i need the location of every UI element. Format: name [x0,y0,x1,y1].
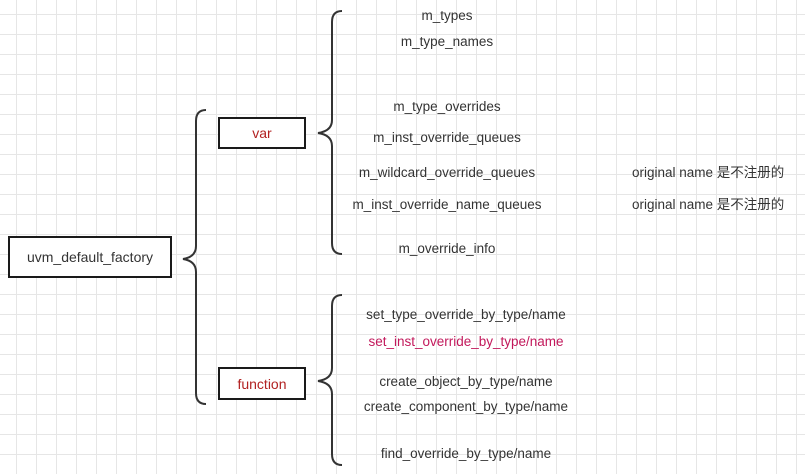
function-brace [317,294,343,466]
var-item: m_types [421,8,473,23]
function-item-highlighted: set_inst_override_by_type/name [368,334,564,349]
var-item: m_inst_override_name_queues [352,197,542,212]
var-item: m_type_names [400,34,494,49]
var-item-note: original name 是不注册的 [632,165,785,180]
var-item: m_override_info [398,241,496,256]
main-brace [182,109,207,405]
var-item: m_wildcard_override_queues [358,165,536,180]
root-label: uvm_default_factory [26,249,154,265]
var-item: m_inst_override_queues [373,130,521,145]
var-box[interactable]: var [218,117,306,149]
function-label: function [237,375,287,392]
function-item: create_component_by_type/name [363,399,569,414]
var-label: var [252,125,272,141]
root-box[interactable]: uvm_default_factory [8,236,172,278]
var-item: m_type_overrides [393,99,501,114]
function-item: create_object_by_type/name [379,374,553,389]
function-box[interactable]: function [218,367,306,400]
function-item: find_override_by_type/name [380,446,552,461]
function-item: set_type_override_by_type/name [366,307,566,322]
var-brace [317,10,343,255]
var-item-note: original name 是不注册的 [632,197,785,212]
